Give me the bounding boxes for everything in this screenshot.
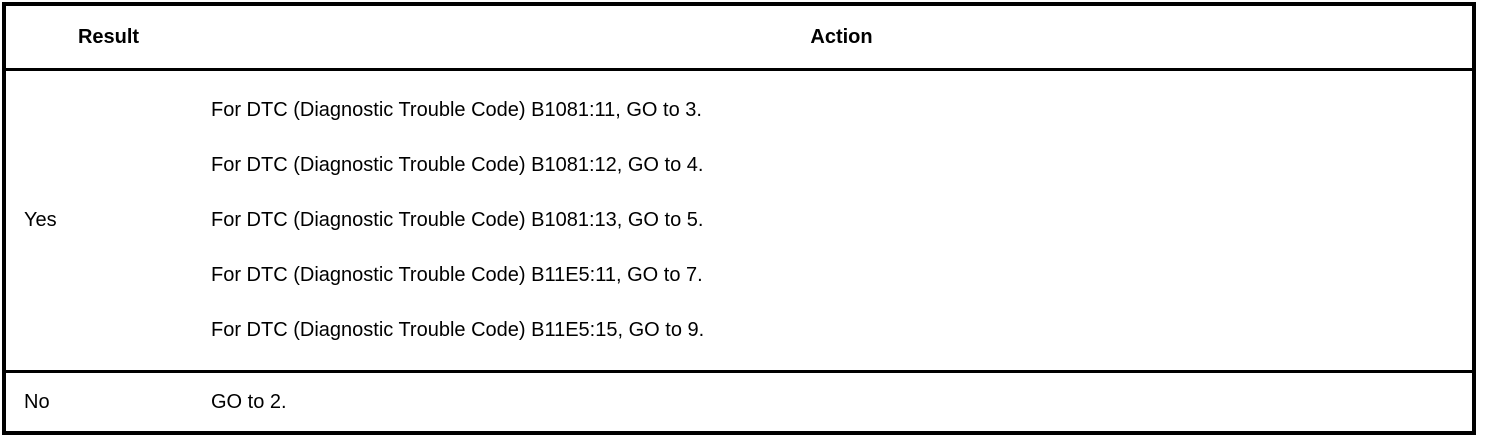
action-line: For DTC (Diagnostic Trouble Code) B11E5:…	[211, 319, 705, 341]
result-value-yes: Yes	[4, 69, 211, 373]
action-line: For DTC (Diagnostic Trouble Code) B1081:…	[211, 209, 704, 231]
action-line: For DTC (Diagnostic Trouble Code) B1081:…	[211, 154, 704, 176]
action-line: For DTC (Diagnostic Trouble Code) B11E5:…	[211, 264, 703, 286]
column-header-result: Result	[4, 4, 211, 71]
result-value-no: No	[4, 371, 211, 433]
action-line: For DTC (Diagnostic Trouble Code) B1081:…	[211, 99, 702, 121]
table-row: Yes For DTC (Diagnostic Trouble Code) B1…	[4, 69, 1474, 373]
diagnostic-result-action-table: Result Action Yes For DTC (Diagnostic Tr…	[2, 2, 1476, 435]
action-line: GO to 2.	[211, 391, 287, 413]
document-page: Result Action Yes For DTC (Diagnostic Tr…	[2, 2, 1476, 435]
table-row: No GO to 2.	[4, 371, 1474, 433]
column-header-action: Action	[211, 4, 1474, 71]
action-list-yes: For DTC (Diagnostic Trouble Code) B1081:…	[211, 69, 1474, 373]
action-list-no: GO to 2.	[211, 371, 1474, 433]
table-header-row: Result Action	[4, 4, 1474, 71]
